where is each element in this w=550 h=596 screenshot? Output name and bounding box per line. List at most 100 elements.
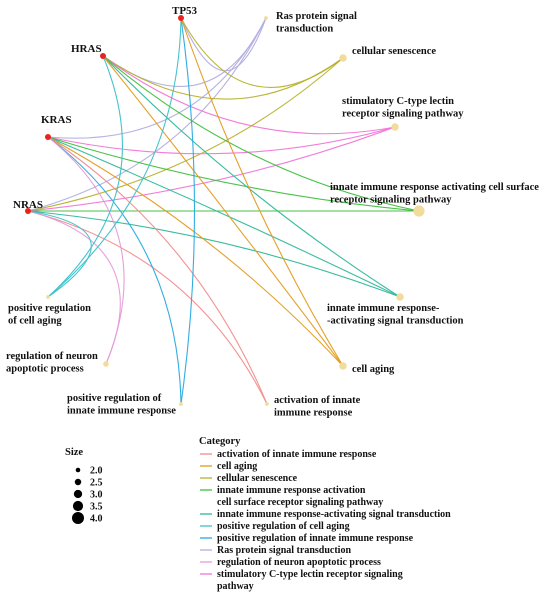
edge-tp53-pos_innate [180,17,196,405]
term-label-line: stimulatory C-type lectin [342,96,454,107]
category-legend-line: innate immune response-activating signal… [217,509,451,520]
edge-hras-innate_activating [102,55,401,298]
term-label-line: receptor signaling pathway [342,109,464,120]
term-label-line: innate immune response activating cell s… [330,182,539,193]
edge-tp53-cell_aging [180,17,344,367]
size-legend-dot [72,512,84,524]
term-node-innate_activating [396,293,404,301]
gene-node-tp53 [178,15,184,21]
category-legend: Category activation of innate immune res… [199,436,451,592]
term-label-line: of cell aging [8,316,62,327]
gene-node-hras [100,53,106,59]
edge-nras-senescence [27,57,344,212]
gene-label-nras: NRAS [13,199,43,211]
term-label-line: receptor signaling pathway [330,195,452,206]
edge-kras-innate_activating [47,136,401,298]
category-legend-line: cell surface receptor signaling pathway [217,497,383,508]
term-label-line: activation of innate [274,395,361,406]
category-legend-label: cell aging [217,461,257,472]
edge-kras-pos_innate [47,136,182,405]
term-label-line: apoptotic process [6,364,84,375]
term-node-pos_aging [46,295,50,299]
term-label-line: transduction [276,24,333,35]
size-legend-dot [75,467,81,473]
term-label-line: positive regulation of [67,393,162,404]
category-legend-line: positive regulation of innate immune res… [217,533,414,544]
edge-nras-act_innate [27,210,268,405]
edge-hras-innate_surface [102,55,420,212]
term-label-line: -activating signal transduction [327,316,464,327]
term-label-pos_aging: positive regulation of cell aging [8,303,91,327]
size-legend-label: 2.0 [90,466,103,477]
term-label-innate_surface: innate immune response activating cell s… [330,182,539,206]
edge-nras-pos_aging [27,210,92,298]
size-legend-label: 4.0 [90,514,103,525]
term-node-senescence [339,54,347,62]
category-legend-line: stimulatory C-type lectin receptor signa… [217,569,403,580]
edge-hras-cell_aging [102,55,344,367]
gene-label-hras: HRAS [71,43,102,55]
term-label-act_innate: activation of innate immune response [274,395,361,419]
term-node-neuron [103,361,109,367]
category-legend-line: regulation of neuron apoptotic process [217,557,381,568]
size-legend-title: Size [65,447,83,458]
edge-tp53-ras [180,17,267,72]
term-node-innate_surface [413,205,425,217]
edge-kras-cell_aging [47,136,344,367]
edge-hras-pos_aging [47,55,123,298]
node-layer [25,15,425,406]
gene-label-tp53: TP53 [172,5,198,17]
edge-kras-innate_surface [47,136,420,212]
category-legend-line: cellular senescence [217,473,298,484]
category-legend-line: cell aging [217,461,257,472]
size-legend-dot [72,500,84,512]
category-legend-label: activation of innate immune response [217,449,377,460]
term-label-ctype: stimulatory C-type lectin receptor signal… [342,96,464,120]
category-legend-label: Ras protein signal transduction [217,545,351,556]
edge-kras-act_innate [47,136,268,405]
term-label-pos_innate: positive regulation of innate immune resp… [67,393,176,417]
term-label-line: cellular senescence [352,46,436,57]
category-legend-label: regulation of neuron apoptotic process [217,557,381,568]
edge-tp53-pos_aging [47,17,182,298]
term-label-line: positive regulation [8,303,91,314]
size-legend-label: 2.5 [90,478,103,489]
category-legend-label: stimulatory C-type lectin receptor signa… [217,569,403,592]
size-legend-dot [74,478,82,486]
term-node-pos_innate [179,402,183,406]
category-legend-line: pathway [217,581,254,592]
term-label-senescence: cellular senescence [352,46,436,57]
term-label-line: innate immune response [67,406,176,417]
edge-nras-neuron [27,210,121,365]
term-label-neuron: regulation of neuron apoptotic process [6,351,98,375]
category-legend-line: activation of innate immune response [217,449,377,460]
category-legend-line: positive regulation of cell aging [217,521,350,532]
term-node-act_innate [265,402,269,406]
category-legend-label: positive regulation of cell aging [217,521,350,532]
term-label-line: immune response [274,408,353,419]
gene-label-kras: KRAS [41,114,72,126]
edge-layer [27,17,420,405]
category-legend-line: innate immune response activation [217,485,366,496]
term-label-line: innate immune response- [327,303,440,314]
edge-hras-ctype [102,55,396,135]
category-legend-label: innate immune response-activating signal… [217,509,451,520]
term-node-ctype [391,123,399,131]
category-legend-label: positive regulation of innate immune res… [217,533,414,544]
gene-node-kras [45,134,51,140]
size-legend-label: 3.5 [90,502,103,513]
size-legend-label: 3.0 [90,490,103,501]
term-label-line: cell aging [352,364,395,375]
category-legend-line: Ras protein signal transduction [217,545,351,556]
category-legend-title: Category [199,436,241,447]
gene-node-nras [25,208,31,214]
size-legend-dot [73,489,83,499]
term-label-innate_activating: innate immune response- -activating signa… [327,303,464,327]
category-legend-label: cellular senescence [217,473,298,484]
term-label-line: regulation of neuron [6,351,98,362]
